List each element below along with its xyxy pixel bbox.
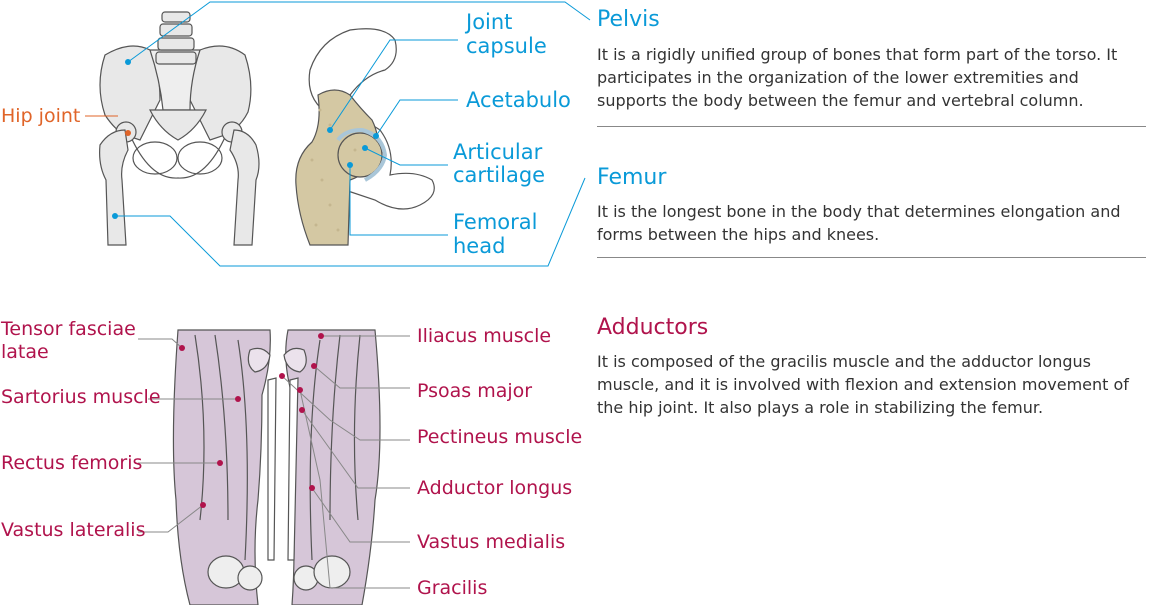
articular-cartilage-label-line2: cartilage bbox=[453, 163, 546, 187]
joint-capsule-marker-dot bbox=[327, 127, 333, 133]
femoral-head-label-line2: head bbox=[453, 234, 506, 258]
rectus-femoris-label: Rectus femoris bbox=[1, 452, 143, 474]
hip-joint-marker-dot bbox=[125, 130, 131, 136]
psoas-major-label: Psoas major bbox=[417, 380, 533, 402]
adductors-description: It is composed of the gracilis muscle an… bbox=[597, 352, 1129, 417]
femur-description: It is the longest bone in the body that … bbox=[597, 202, 1121, 244]
joint-capsule-label-line1: Joint bbox=[466, 10, 513, 34]
adductor-longus-label: Adductor longus bbox=[417, 477, 573, 499]
pelvis-description: It is a rigidly unified group of bones t… bbox=[597, 45, 1118, 110]
tensor-fasciae-latae-label-line2: latae bbox=[1, 341, 49, 363]
femoral-head-marker-dot bbox=[347, 162, 353, 168]
pectineus-label: Pectineus muscle bbox=[417, 426, 583, 448]
adductor-longus-marker-dot bbox=[299, 407, 305, 413]
hip-joint-section-illustration bbox=[295, 28, 435, 246]
thigh-muscles-illustration bbox=[172, 329, 381, 605]
femoral-head-label-line1: Femoral bbox=[453, 210, 538, 234]
sartorius-marker-dot bbox=[235, 396, 241, 402]
articular-cartilage-label-line1: Articular bbox=[453, 140, 543, 164]
tensor-fasciae-latae-label-line1: Tensor fasciae bbox=[1, 318, 136, 340]
sartorius-label: Sartorius muscle bbox=[1, 386, 161, 408]
articular-cartilage-marker-dot bbox=[362, 145, 368, 151]
pectineus-marker-dot bbox=[279, 373, 285, 379]
iliacus-label: Iliacus muscle bbox=[417, 325, 552, 347]
vastus-lateralis-label: Vastus lateralis bbox=[1, 519, 146, 541]
femur-divider bbox=[597, 257, 1146, 258]
vastus-lateralis-marker-dot bbox=[200, 502, 206, 508]
acetabulo-marker-dot bbox=[373, 133, 379, 139]
adductors-heading: Adductors bbox=[597, 315, 709, 340]
muscle-leader-lines bbox=[138, 335, 410, 589]
pelvis-heading: Pelvis bbox=[597, 7, 660, 32]
vastus-medialis-marker-dot bbox=[309, 485, 315, 491]
tensor-fasciae-latae-marker-dot bbox=[179, 345, 185, 351]
pelvis-front-illustration bbox=[99, 11, 260, 246]
vastus-medialis-label: Vastus medialis bbox=[417, 531, 566, 553]
pelvis-divider bbox=[597, 126, 1146, 127]
skeleton-leader-lines bbox=[115, 1, 591, 267]
gracilis-marker-dot bbox=[297, 387, 303, 393]
rectus-femoris-marker-dot bbox=[217, 460, 223, 466]
iliacus-marker-dot bbox=[318, 333, 324, 339]
joint-capsule-label-line2: capsule bbox=[466, 34, 547, 58]
gracilis-label: Gracilis bbox=[417, 577, 488, 599]
femur-heading: Femur bbox=[597, 165, 667, 190]
femur-marker-dot bbox=[112, 213, 118, 219]
pelvis-marker-dot bbox=[125, 59, 131, 65]
acetabulo-label: Acetabulo bbox=[466, 88, 571, 112]
hip-joint-label: Hip joint bbox=[1, 105, 81, 127]
psoas-major-marker-dot bbox=[311, 363, 317, 369]
